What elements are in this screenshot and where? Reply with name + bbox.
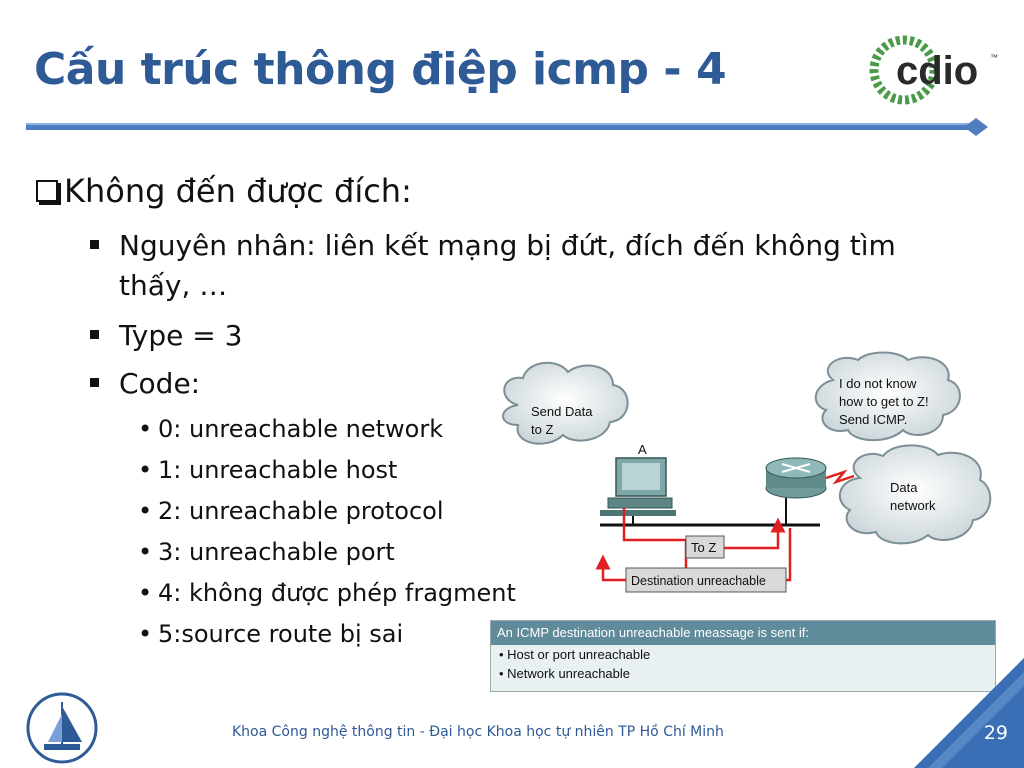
corner-decoration <box>914 658 1024 768</box>
page-number: 29 <box>983 722 1008 744</box>
university-seal <box>26 692 98 764</box>
title-divider <box>26 118 988 136</box>
icmp-note-line2: how to get to Z! <box>839 394 929 409</box>
cloud-send-line2: to Z <box>531 422 553 437</box>
dest-unreach-label: Destination unreachable <box>631 574 766 588</box>
square-bullet-icon <box>90 377 99 387</box>
host-label: A <box>638 442 647 457</box>
info-item: • Host or port unreachable <box>499 647 651 662</box>
code-item-text: 5:source route bị sai <box>158 620 404 648</box>
cloud-send-data: Send Data to Z <box>502 361 629 445</box>
bullet-code-text: Code: <box>119 367 201 400</box>
cloud-data-network: Data network <box>838 444 992 545</box>
bullet-level1: Không đến được đích: <box>36 172 412 210</box>
router-icon <box>765 457 827 499</box>
bullet-code: Code: <box>90 364 200 404</box>
code-item: •3: unreachable port <box>138 538 395 566</box>
bullet-cause: Nguyên nhân: liên kết mạng bị đứt, đích … <box>90 226 896 306</box>
square-bullet-icon <box>90 329 99 339</box>
icmp-note-line3: Send ICMP. <box>839 412 907 427</box>
code-item-text: 2: unreachable protocol <box>158 497 444 525</box>
code-item: •0: unreachable network <box>138 415 444 443</box>
footer-text: Khoa Công nghệ thông tin - Đại học Khoa … <box>232 724 724 740</box>
code-item-text: 1: unreachable host <box>158 456 398 484</box>
code-item-text: 4: không được phép fragment <box>158 579 516 607</box>
code-item: •4: không được phép fragment <box>138 579 516 607</box>
cloud-send-line1: Send Data <box>531 404 593 419</box>
bullet-type: Type = 3 <box>90 316 242 356</box>
bullet-level1-text: Không đến được đích: <box>64 172 412 210</box>
logo-tm: ™ <box>990 53 998 62</box>
code-item: •2: unreachable protocol <box>138 497 444 525</box>
square-bullet-icon <box>90 239 99 249</box>
checkbox-bullet-icon <box>36 180 61 205</box>
cloud-icmp-note: I do not know how to get to Z! Send ICMP… <box>814 351 961 442</box>
code-item-text: 3: unreachable port <box>158 538 395 566</box>
computer-icon <box>600 457 676 516</box>
data-network-line2: network <box>890 498 936 513</box>
icmp-info-box: An ICMP destination unreachable meassage… <box>490 620 996 692</box>
bullet-cause-line2: thấy, … <box>119 269 228 302</box>
icmp-diagram: Send Data to Z I do not know how to get … <box>502 351 992 593</box>
to-z-label: To Z <box>691 540 716 555</box>
slide-title: Cấu trúc thông điệp icmp - 4 <box>34 44 727 95</box>
code-item: •5:source route bị sai <box>138 620 404 648</box>
code-item-text: 0: unreachable network <box>158 415 444 443</box>
code-item: •1: unreachable host <box>138 456 398 484</box>
bullet-cause-line1: Nguyên nhân: liên kết mạng bị đứt, đích … <box>119 229 896 262</box>
icmp-note-line1: I do not know <box>839 376 917 391</box>
bullet-type-text: Type = 3 <box>119 319 243 352</box>
logo-ring-icon <box>869 35 939 105</box>
cdio-logo: cdio ™ <box>869 35 998 105</box>
logo-text: cdio <box>896 49 978 93</box>
info-header: An ICMP destination unreachable meassage… <box>491 621 995 645</box>
info-item: • Network unreachable <box>499 666 631 681</box>
data-network-line1: Data <box>890 480 918 495</box>
